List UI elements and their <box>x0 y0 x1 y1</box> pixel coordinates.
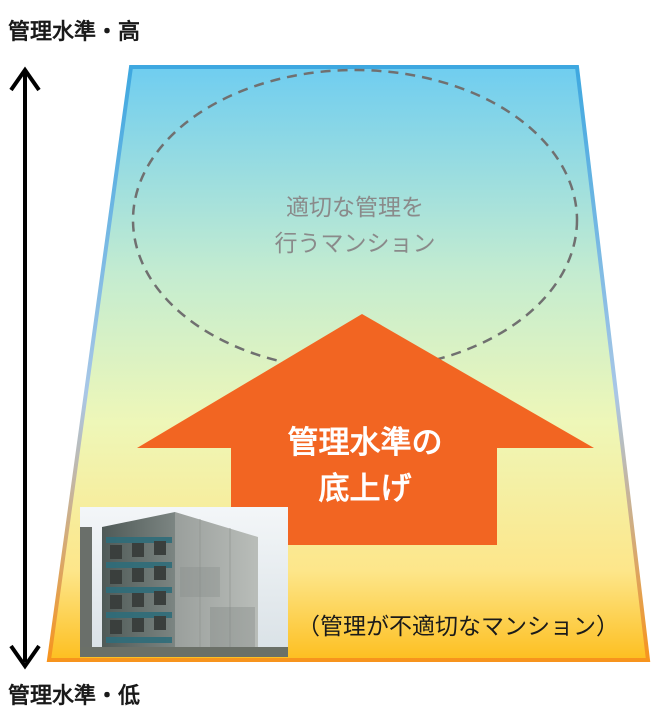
apartment-building-image <box>80 507 288 657</box>
label-low: 管理水準・低 <box>8 684 141 709</box>
arrow-label-line1: 管理水準の <box>287 425 443 461</box>
photo-caption: （管理が不適切なマンション） <box>297 614 619 640</box>
building-photo <box>80 507 288 657</box>
ellipse-label-line1: 適切な管理を <box>286 195 424 221</box>
raise-level-arrow <box>137 314 594 545</box>
arrow-label: 管理水準の 底上げ <box>235 420 495 512</box>
ellipse-label-line2: 行うマンション <box>274 231 436 257</box>
ellipse-label: 適切な管理を 行うマンション <box>255 190 455 262</box>
label-high: 管理水準・高 <box>8 20 141 45</box>
level-axis-arrow <box>9 66 41 670</box>
arrow-label-line2: 底上げ <box>318 471 412 507</box>
